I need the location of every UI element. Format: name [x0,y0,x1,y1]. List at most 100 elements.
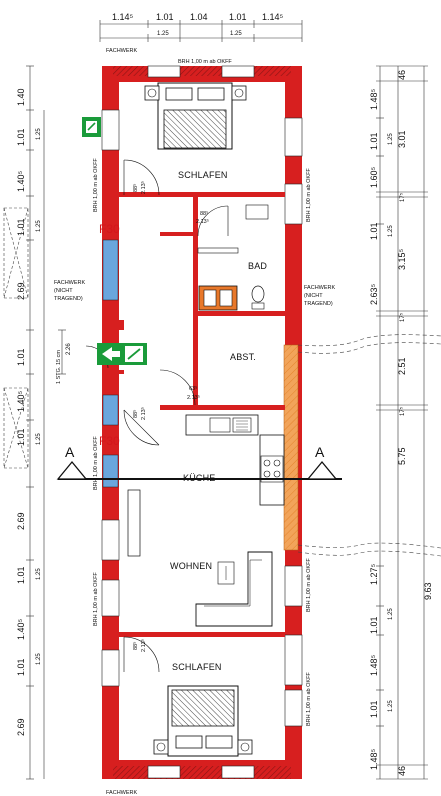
section-label-left: A [65,444,75,460]
section-label-right: A [315,444,325,460]
left-dim-9: 1.40⁵ [16,390,26,412]
left-dim-12: 2.69 [16,512,26,530]
right-outer-dim-10: 46 [397,766,407,776]
right-inner-dimension-labels: 1.48⁵ 1.01 1.25 1.60⁵ 1.01 1.25 2.63⁵ 1.… [369,88,394,770]
top-dim-2: 1.01 [156,12,174,22]
right-outer-dim-4: 3.15⁵ [397,248,407,270]
svg-text:63⁵: 63⁵ [189,385,197,392]
svg-text:TRAGEND): TRAGEND) [54,296,83,302]
right-outer-dim-2: 3.01 [397,130,407,148]
room-wohnen: WOHNEN [170,561,212,571]
svg-text:88⁵: 88⁵ [132,184,139,192]
left-dim-1: 1.40 [16,88,26,106]
right-dim-4: 1.60⁵ [369,166,379,188]
bed-top [144,82,247,150]
room-kueche: KÜCHE [183,473,216,483]
fachwerk-right-orange [283,344,299,551]
right-outer-dim-3: 17⁵ [399,192,406,202]
dashed-outline-left [3,207,29,469]
room-schlafen-bottom: SCHLAFEN [172,662,222,672]
left-dim-3: 1.25 [36,128,42,140]
right-dim-9: 1.01 [369,616,379,634]
left-dimension-lines [26,65,45,780]
fachwerk-note-right: FACHWERK (NICHT TRAGEND) [304,285,336,307]
brh-left-2: BRH 1,00 m ab OKFF [93,436,99,490]
right-dim-3: 1.25 [388,133,394,145]
right-outer-dim-5: 17⁵ [399,312,406,322]
svg-text:2.13⁵: 2.13⁵ [187,394,200,401]
left-dim-8: 1.01 [16,348,26,366]
right-outer-dim-7: 17⁵ [399,406,406,416]
top-dimension-chain: 1.14⁵ 1.01 1.04 1.01 1.14⁵ 1.25 1.25 FAC… [99,12,303,65]
left-dim-2: 1.01 [16,128,26,146]
right-dimension-lines [376,65,428,780]
top-dim-4: 1.01 [229,12,247,22]
stair-dim: 2.26 [66,343,72,355]
brh-right-1: BRH 1,00 m ab OKFF [306,168,312,222]
svg-text:TRAGEND): TRAGEND) [304,301,333,307]
doors [85,159,229,673]
room-bad: BAD [248,261,267,271]
brh-right-3: BRH 1,00 m ab OKFF [306,672,312,726]
kitchen-fixtures [185,414,285,506]
windows [101,65,303,779]
exit-sign-middle [97,343,147,365]
brh-top-label: BRH 1,00 m ab OKFF [178,59,232,65]
right-outer-dim-6: 2.51 [397,357,407,375]
right-dim-14: 1.48⁵ [369,748,379,770]
left-dim-17: 1.25 [36,653,42,665]
fachwerk-top-label: FACHWERK [106,48,138,54]
svg-text:88⁵: 88⁵ [132,410,139,418]
fachwerk-note-left: FACHWERK (NICHT TRAGEND) [54,280,86,302]
top-sub-dim-2: 1.25 [230,31,242,37]
left-dim-16: 1.01 [16,658,26,676]
svg-text:FACHWERK: FACHWERK [54,280,86,286]
left-dim-18: 2.69 [16,718,26,736]
left-dimension-labels: 1.40 1.01 1.25 1.40⁵ 1.25 1.01 2.69 1.01… [16,88,42,736]
room-labels: SCHLAFEN BAD ABST. KÜCHE WOHNEN SCHLAFEN [170,170,267,672]
fire-rating-top: F30 [99,222,120,236]
right-dim-10: 1.25 [388,608,394,620]
right-outer-dim-1: 46 [397,70,407,80]
svg-text:88⁵: 88⁵ [132,642,139,650]
svg-text:(NICHT: (NICHT [304,293,323,299]
left-dim-6: 1.01 [16,218,26,236]
top-dim-1: 1.14⁵ [112,12,134,22]
top-dim-5: 1.14⁵ [262,12,284,22]
bed-bottom [153,685,253,757]
stair-note: 1 STG. 15 cm [56,350,62,384]
brh-right-2: BRH 1,00 m ab OKFF [306,558,312,612]
right-dim-7: 2.63⁵ [369,283,379,305]
left-dim-11: 1.01 [16,428,26,446]
svg-text:2.13⁵: 2.13⁵ [140,407,147,420]
right-outer-dim-8: 5.75 [397,447,407,465]
right-dim-2: 1.01 [369,132,379,150]
brh-left-1: BRH 1,00 m ab OKFF [93,158,99,212]
dashed-extension-right [297,334,441,557]
right-dim-13: 1.25 [388,700,394,712]
living-furniture [127,489,273,627]
top-dim-3: 1.04 [190,12,208,22]
left-dim-10: 1.25 [36,433,42,445]
fachwerk-bottom-label: FACHWERK [106,790,138,796]
right-outer-dimension-labels: 46 3.01 17⁵ 3.15⁵ 17⁵ 2.51 17⁵ 5.75 9.63… [397,70,433,776]
interior-walls [119,192,285,637]
svg-text:FACHWERK: FACHWERK [304,285,336,291]
right-dim-6: 1.25 [388,225,394,237]
right-dim-8: 1.27⁵ [369,563,379,585]
fire-rating-bottom: F30 [99,434,120,448]
top-sub-dim-1: 1.25 [157,31,169,37]
brh-left-3: BRH 1,00 m ab OKFF [93,572,99,626]
svg-text:88⁵: 88⁵ [200,210,208,217]
svg-text:2.13⁵: 2.13⁵ [140,639,147,652]
svg-text:2.13⁵: 2.13⁵ [196,218,209,225]
left-dim-15: 1.40⁵ [16,618,26,640]
room-schlafen-top: SCHLAFEN [178,170,228,180]
right-dim-5: 1.01 [369,222,379,240]
room-abst: ABST. [230,352,256,362]
left-dim-13: 1.01 [16,566,26,584]
door-labels: 88⁵ 2.13⁵ 88⁵ 2.13⁵ 63⁵ 2.13⁵ 88⁵ 2.13⁵ … [132,181,209,652]
bath-fixtures [197,204,269,311]
left-dim-5: 1.25 [36,220,42,232]
